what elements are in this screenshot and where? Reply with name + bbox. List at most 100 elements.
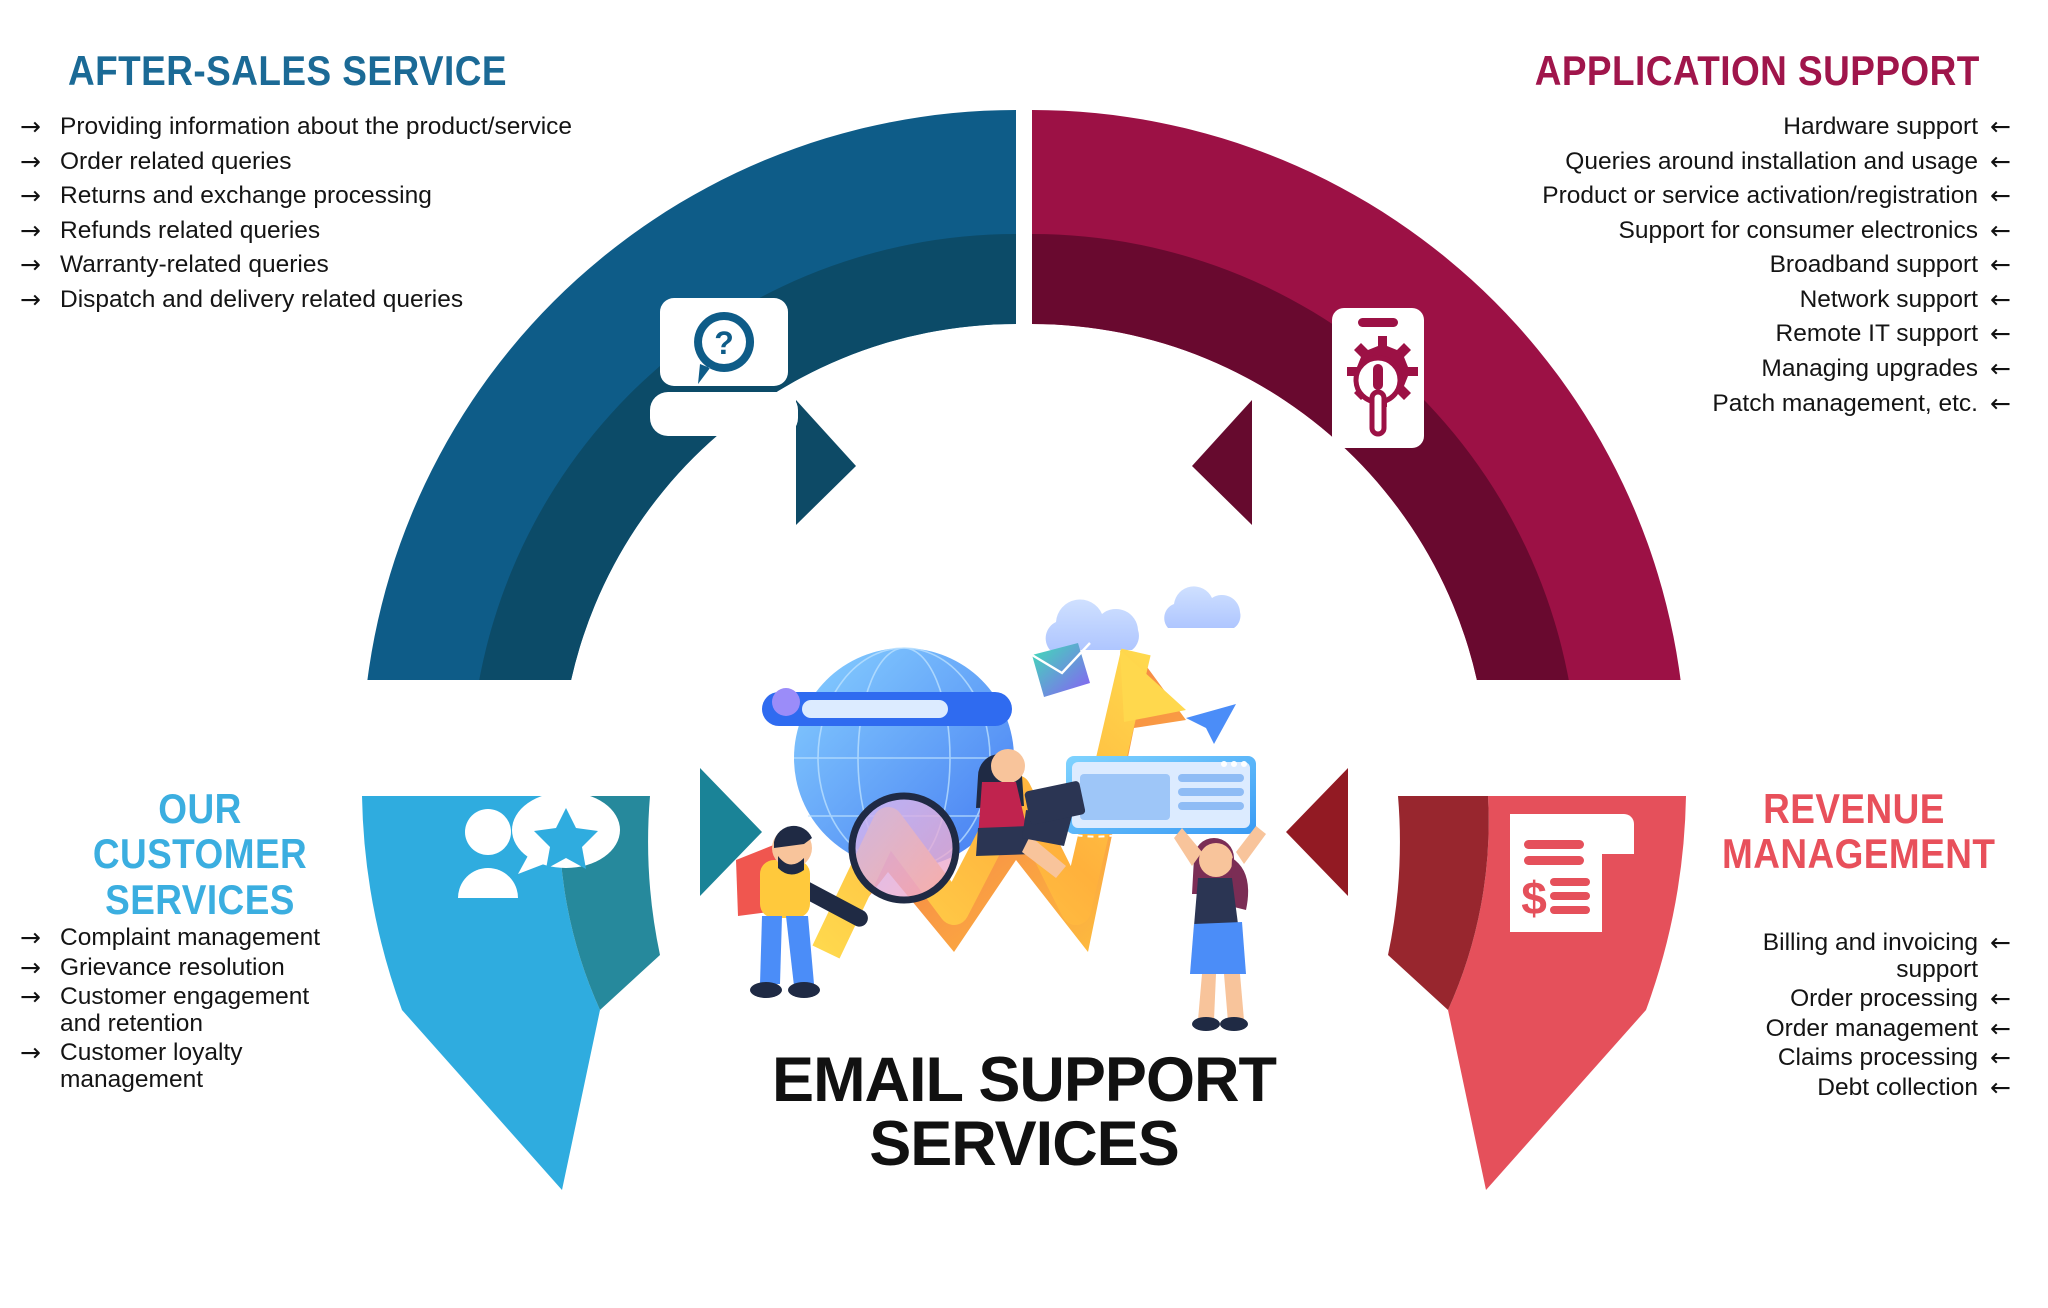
list-item-label: Refunds related queries [60,216,321,244]
segment-revenue-management[interactable] [1388,796,1686,1190]
heading-revenue-management: REVENUE MANAGEMENT [1722,785,1996,878]
arrow-left-icon: ← [1990,250,2011,280]
woman-with-laptop [976,749,1086,878]
list-item-label: Remote IT support [1775,320,1978,348]
list-item[interactable]: → Customer loyalty management [20,1038,440,1093]
list-item[interactable]: Order processing ← [1606,984,2026,1014]
list-item[interactable]: Product or service activation/registrati… [1366,181,2026,211]
arrow-notch-after-sales [796,400,856,525]
list-item-label: Broadband support [1769,251,1978,279]
list-item-label: Providing information about the product/… [60,113,573,140]
arrow-right-icon: → [20,146,41,176]
arrow-right-icon: → [20,250,41,280]
list-our-customer-services: → Complaint management → Grievance resolut… [20,923,440,1096]
list-item[interactable]: Claims processing ← [1606,1045,2026,1072]
list-application-support: Hardware support← Queries around install… [1366,113,2026,425]
arrow-left-icon: ← [1990,1043,2011,1073]
arrow-right-icon: → [20,215,41,245]
laptop-question-icon: ? [650,298,798,436]
list-item[interactable]: Network support ← [1366,284,2026,314]
list-item-label: Claims processing [1777,1044,1978,1072]
list-item[interactable]: → Order related queries [20,146,640,176]
list-item[interactable]: Billing and invoicing support ← [1606,928,2026,983]
heading-application-support: APPLICATION SUPPORT [1534,47,1980,94]
list-item-label: Customer engagement and retention [60,983,310,1037]
arrow-right-icon: → [20,923,41,952]
list-after-sales-service: → Providing information about the product… [20,112,640,321]
list-item[interactable]: → Customer engagement and retention [20,982,440,1037]
list-item-label: Grievance resolution [60,953,285,981]
arrow-left-icon: ← [1990,284,2011,314]
list-item-label: Billing and invoicing support [1762,929,1978,983]
list-item-label: Customer loyalty management [60,1039,243,1093]
list-item[interactable]: → Complaint management [20,923,440,952]
list-item-label: Order related queries [60,147,292,175]
browser-window [1066,756,1256,834]
arrow-notch-application-support [1192,400,1252,525]
heading-our-customer-services: OUR CUSTOMER SERVICES [92,785,308,923]
arrow-left-icon: ← [1990,181,2011,211]
arrow-right-icon: → [20,112,41,141]
list-item-label: Returns and exchange processing [60,182,432,210]
list-item-label: Warranty-related queries [60,251,329,279]
arrow-right-icon: → [20,181,41,211]
list-item-label: Hardware support [1783,113,1978,140]
invoice-dollar-icon: $ [1510,814,1634,932]
arrow-left-icon: ← [1990,215,2011,245]
man-with-magnifier [736,825,820,998]
arrow-left-icon: ← [1990,319,2011,349]
list-item-label: Product or service activation/registrati… [1542,182,1978,210]
list-item[interactable]: Order management ← [1606,1013,2026,1043]
list-item-label: Debt collection [1817,1073,1978,1101]
list-item[interactable]: Hardware support← [1366,113,2026,141]
arrow-right-icon: → [20,284,41,314]
arrow-left-icon: ← [1990,1072,2011,1102]
list-item-label: Order management [1765,1014,1978,1042]
email-support-illustration [736,586,1266,1031]
phone-gear-screwdriver-icon [1332,308,1424,448]
list-item-label: Complaint management [60,924,321,951]
list-item-label: Patch management, etc. [1712,389,1978,417]
list-item[interactable]: Queries around installation and usage ← [1366,146,2026,176]
list-item[interactable]: Broadband support ← [1366,252,2026,279]
arrow-notch-revenue-management [1286,768,1348,896]
list-item-label: Managing upgrades [1761,355,1978,383]
arrow-left-icon: ← [1990,928,2011,957]
list-item[interactable]: Support for consumer electronics ← [1366,215,2026,245]
list-item[interactable]: → Returns and exchange processing [20,181,640,211]
list-revenue-management: Billing and invoicing support ← Order pro… [1606,928,2026,1104]
list-item[interactable]: → Warranty-related queries [20,252,640,279]
arrow-left-icon: ← [1990,146,2011,176]
magnifying-glass-icon [797,792,960,927]
arrow-right-icon: → [20,982,41,1012]
svg-text:?: ? [714,325,734,361]
list-item[interactable]: Debt collection ← [1606,1072,2026,1102]
list-item[interactable]: Remote IT support ← [1366,321,2026,348]
arrow-right-icon: → [20,952,41,982]
arrow-right-icon: → [20,1038,41,1068]
list-item[interactable]: → Refunds related queries [20,215,640,245]
list-item-label: Network support [1799,285,1978,313]
arrow-left-icon: ← [1990,354,2011,384]
list-item[interactable]: → Grievance resolution [20,952,440,982]
list-item[interactable]: Patch management, etc. ← [1366,388,2026,418]
envelope-icon [1031,642,1091,697]
woman-with-window [1174,826,1266,1031]
list-item-label: Dispatch and delivery related queries [60,285,464,313]
arrow-left-icon: ← [1990,984,2011,1014]
list-item[interactable]: → Dispatch and delivery related queries [20,284,640,314]
arrow-left-icon: ← [1990,1013,2011,1043]
list-item[interactable]: Managing upgrades ← [1366,354,2026,384]
arrow-notch-our-customer-services [700,768,762,896]
list-item-label: Order processing [1790,985,1978,1013]
arrow-left-icon: ← [1990,388,2011,418]
list-item-label: Queries around installation and usage [1565,147,1978,175]
list-item[interactable]: → Providing information about the product… [20,112,640,141]
paper-plane-icon [1186,704,1236,744]
person-star-bubble-icon [458,792,620,898]
svg-text:$: $ [1521,872,1547,924]
heading-after-sales-service: AFTER-SALES SERVICE [68,47,507,94]
list-item-label: Support for consumer electronics [1618,216,1979,244]
